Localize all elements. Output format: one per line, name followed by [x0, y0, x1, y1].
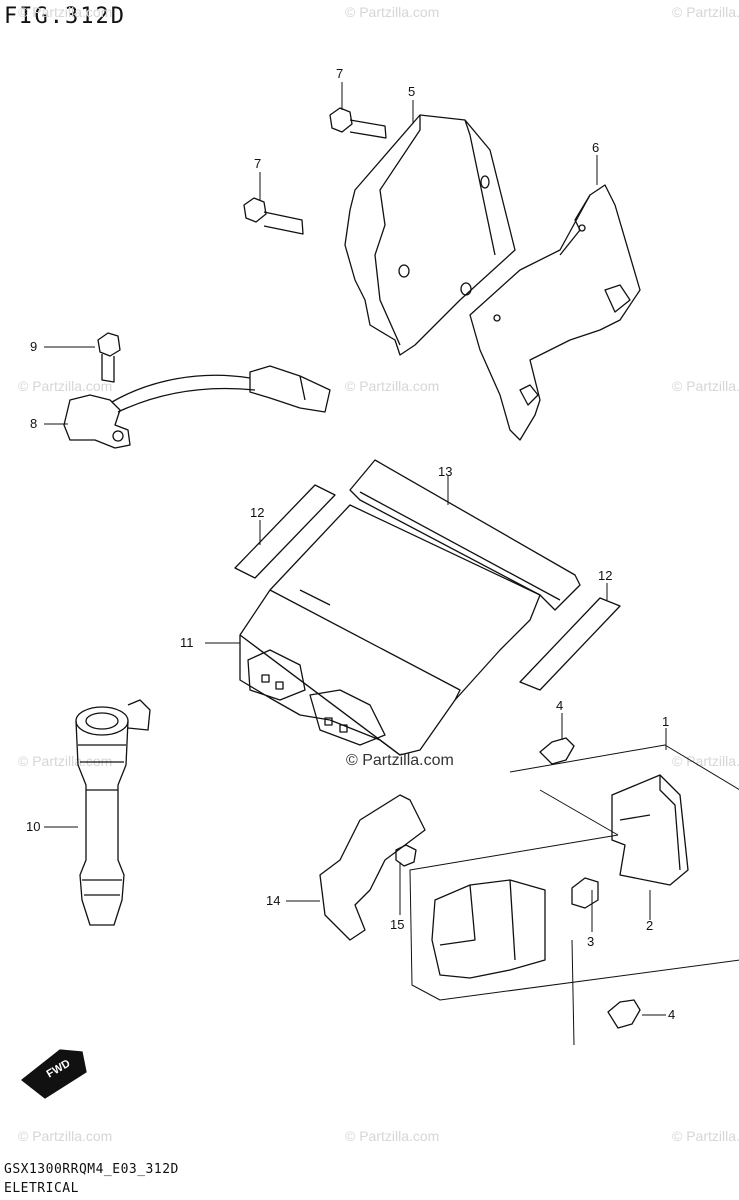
watermark: © Partzilla.com: [672, 753, 739, 769]
callout-13: 13: [438, 464, 453, 479]
relay-kit-outline: [409, 744, 739, 1046]
callout-14: 14: [266, 893, 281, 908]
callout-15: 15: [390, 917, 405, 932]
callout-6: 6: [592, 140, 600, 155]
ecu-bracket-part: [344, 114, 516, 356]
relay-block-part: [431, 879, 546, 979]
leader-lines: [44, 82, 667, 1016]
callout-7: 7: [336, 66, 344, 81]
callout-4: 4: [668, 1007, 676, 1022]
footer-code: GSX1300RRQM4_E03_312D: [4, 1162, 179, 1177]
watermark: © Partzilla.com: [672, 1128, 739, 1144]
watermark: © Partzilla.com: [18, 753, 113, 769]
screw-part: [97, 332, 121, 383]
callout-2: 2: [646, 918, 654, 933]
footer-section: ELETRICAL: [4, 1181, 79, 1196]
ignition-coil-part: [75, 699, 151, 926]
watermark: © Partzilla.com: [18, 378, 113, 394]
callout-4: 4: [556, 698, 564, 713]
watermark-center: © Partzilla.com: [346, 752, 454, 769]
fuse-part: [571, 877, 599, 909]
callout-8: 8: [30, 416, 38, 431]
sensor-part: [63, 365, 331, 449]
callout-3: 3: [587, 934, 595, 949]
callout-7: 7: [254, 156, 262, 171]
watermark: © Partzilla.com: [345, 4, 440, 20]
watermark: © Partzilla.com: [672, 378, 739, 394]
bolt-part: [243, 107, 387, 235]
bolt-small-part: [539, 737, 641, 1029]
watermark: © Partzilla.com: [345, 1128, 440, 1144]
watermark: © Partzilla.com: [18, 4, 113, 20]
fwd-arrow-icon: [21, 1049, 87, 1099]
callout-10: 10: [26, 819, 41, 834]
callout-11: 11: [180, 635, 194, 650]
strap-part: [349, 459, 581, 611]
pad-part: [234, 484, 621, 691]
plate-part: [469, 184, 641, 441]
bolt-part-15: [395, 844, 417, 867]
relay-cover-part: [611, 774, 689, 886]
callout-5: 5: [408, 84, 416, 99]
callout-12: 12: [598, 568, 613, 583]
callout-9: 9: [30, 339, 38, 354]
callout-12: 12: [250, 505, 265, 520]
watermark: © Partzilla.com: [672, 4, 739, 20]
watermark: © Partzilla.com: [18, 1128, 113, 1144]
callout-1: 1: [662, 714, 670, 729]
ecu-part: [239, 504, 541, 756]
watermark: © Partzilla.com: [345, 378, 440, 394]
figure-title: FIG.312D: [4, 4, 126, 29]
bracket-part: [319, 794, 426, 941]
